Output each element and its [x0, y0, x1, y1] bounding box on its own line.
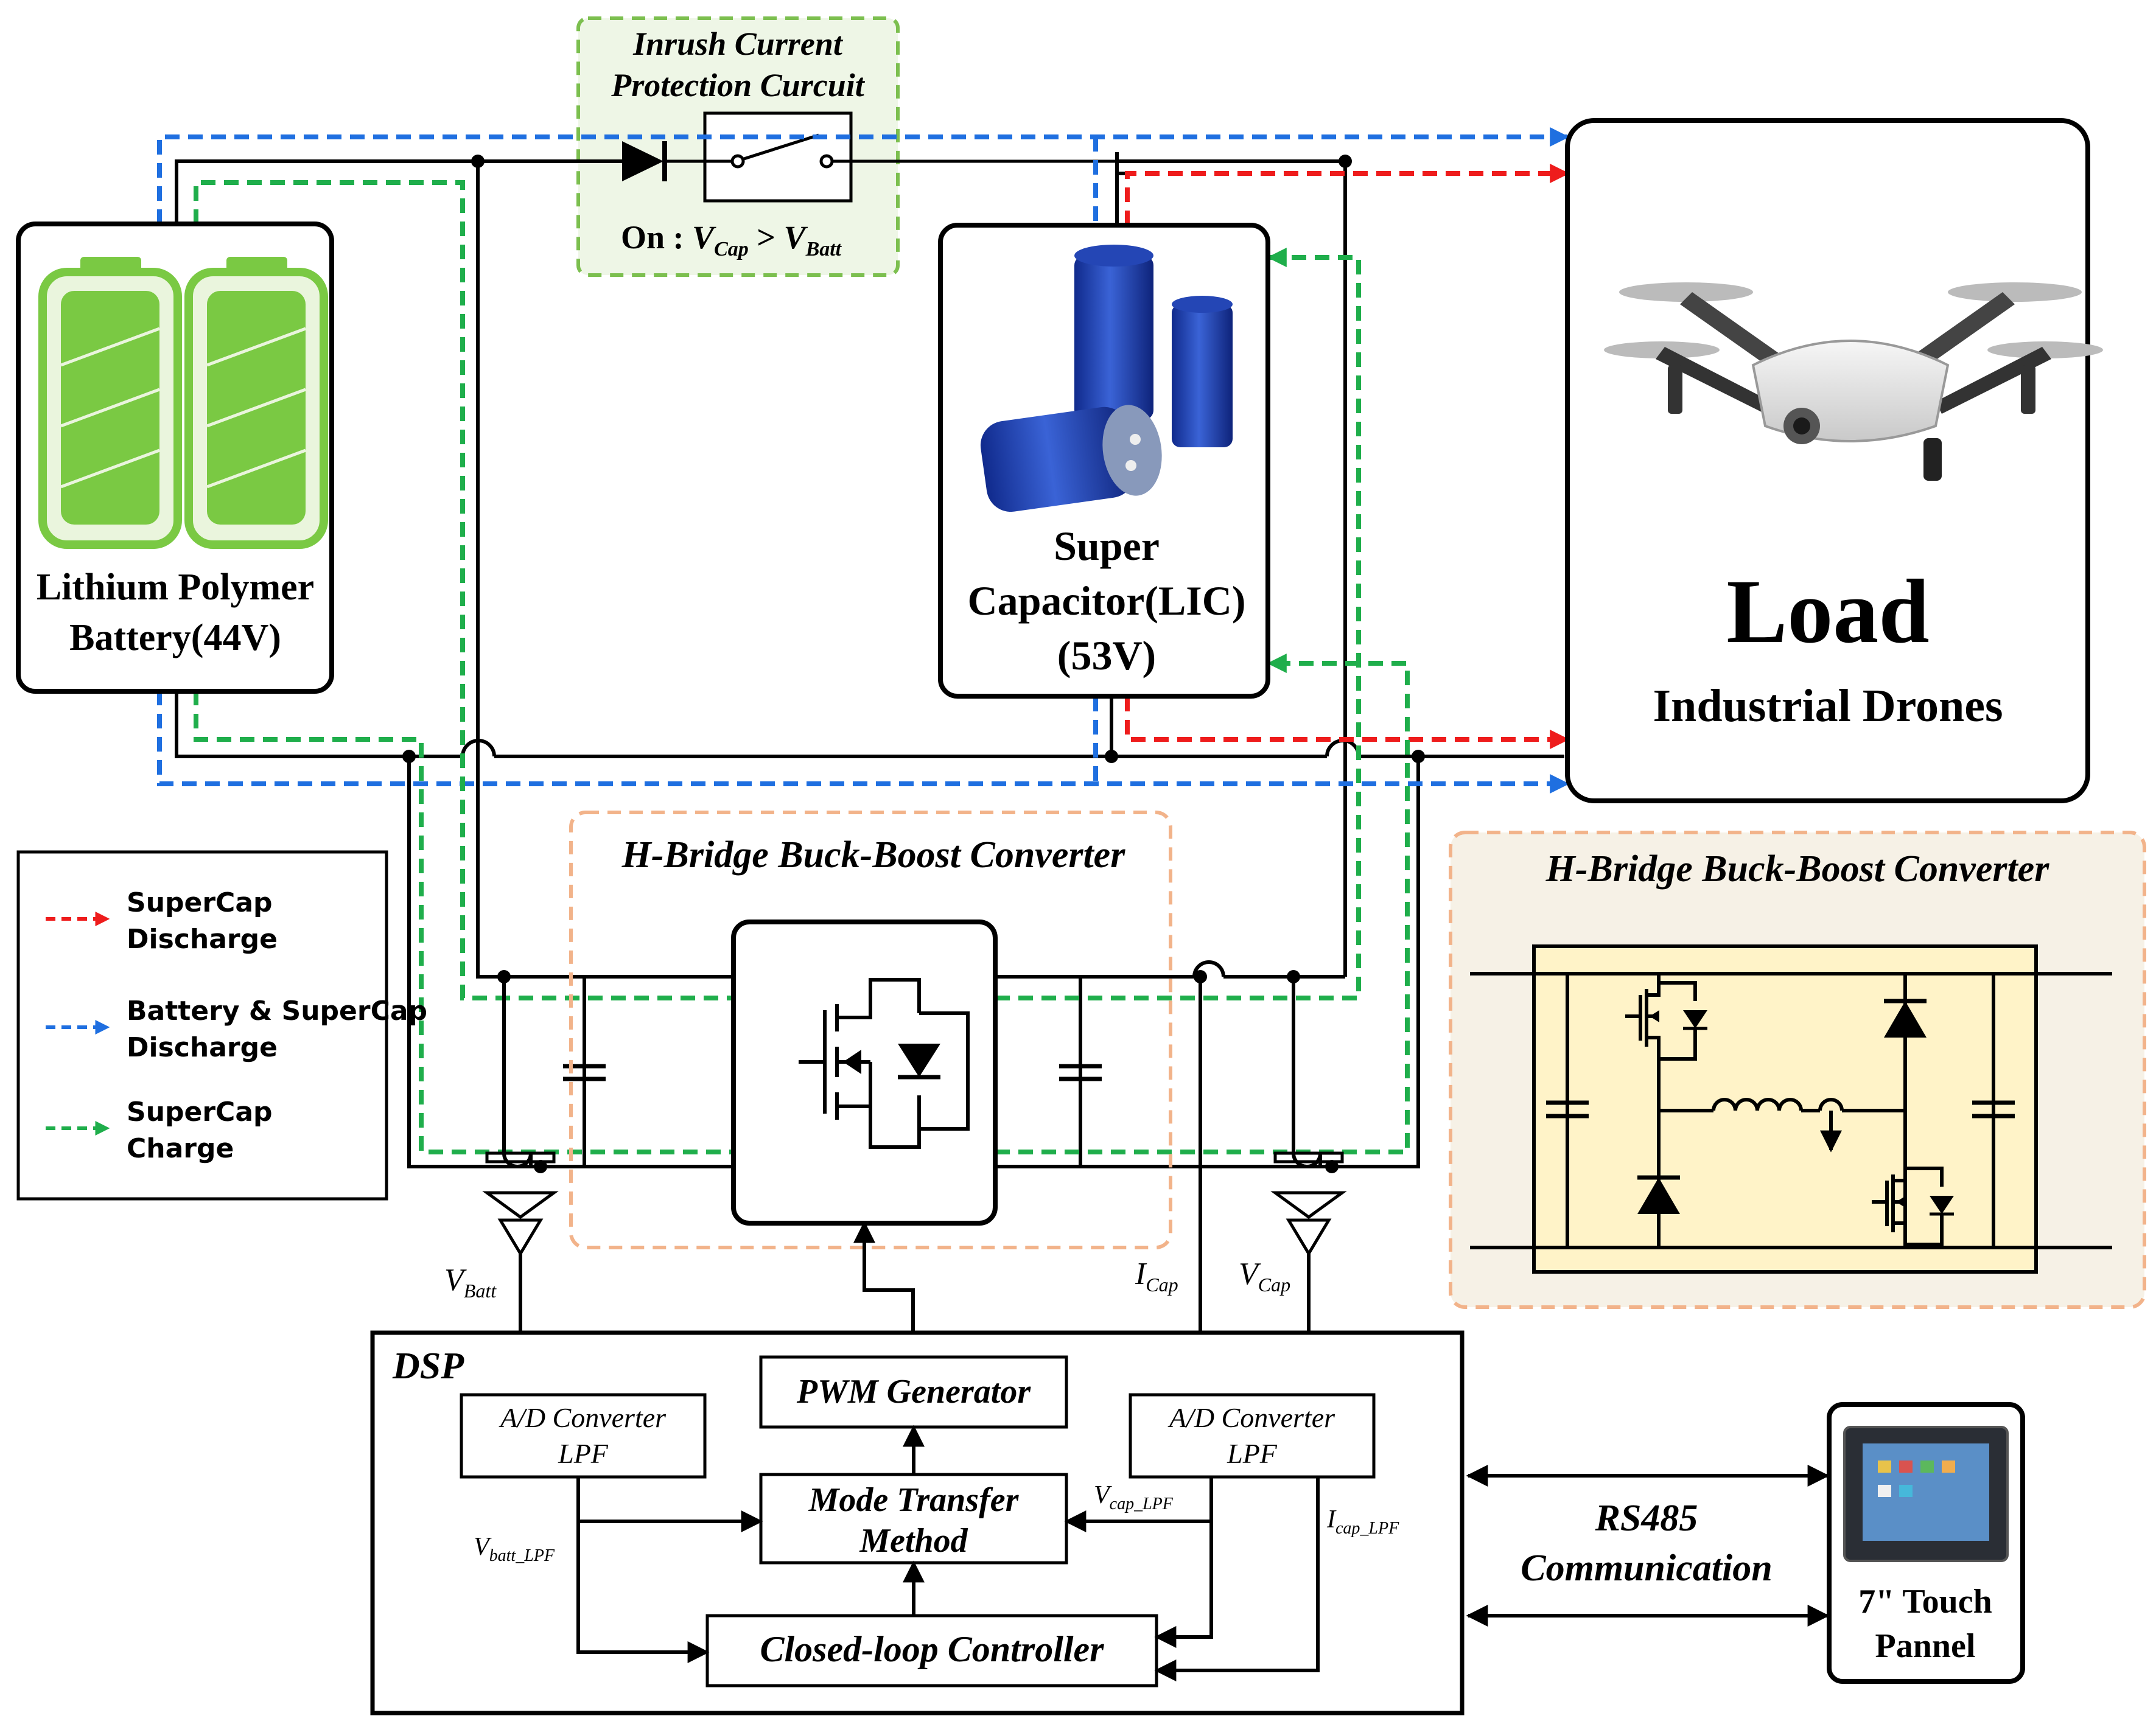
adc-left-line1: A/D Converter	[499, 1402, 667, 1433]
switch-blade-icon	[741, 133, 819, 161]
legend: SuperCap Discharge Battery & SuperCap Di…	[16, 850, 427, 1201]
mode-transfer-line1: Mode Transfer	[808, 1481, 1020, 1519]
switch-contact-icon	[730, 154, 745, 169]
adc-left-box	[460, 1393, 707, 1479]
icap-label: ICap	[1135, 1257, 1178, 1296]
converter-title: H-Bridge Buck-Boost Converter	[621, 834, 1126, 876]
converter-detail-title: H-Bridge Buck-Boost Converter	[1545, 848, 2050, 890]
inrush-title-line2: Protection Curcuit	[611, 67, 866, 103]
supercap-label-line2: Capacitor(LIC)	[967, 578, 1245, 624]
legend-item-supercap-discharge: SuperCap Discharge	[46, 887, 278, 955]
flow-red-bottom	[1125, 697, 1570, 749]
drone-icon	[1604, 282, 2103, 481]
mode-transfer-line2: Method	[859, 1522, 968, 1560]
converter-dashed-box	[569, 811, 1172, 1249]
vcap-label: VCap	[1239, 1257, 1290, 1296]
inductor-icon	[1712, 1098, 1803, 1111]
battery-icon	[38, 257, 328, 549]
svg-text:Discharge: Discharge	[127, 924, 278, 955]
rs485-communication: RS485 Communication	[1466, 1465, 1830, 1627]
pwm-generator-box	[759, 1355, 1068, 1429]
supercap-label-line3: (53V)	[1057, 632, 1156, 679]
inrush-condition: On : VCap > VBatt	[621, 219, 842, 260]
battery-label-line1: Lithium Polymer	[37, 567, 314, 608]
converter-center: H-Bridge Buck-Boost Converter	[569, 811, 1172, 1369]
rs485-line2: Communication	[1521, 1548, 1772, 1589]
legend-item-supercap-charge: SuperCap Charge	[46, 1097, 273, 1164]
diode-icon	[622, 141, 663, 181]
closed-loop-controller-label: Closed-loop Controller	[760, 1629, 1104, 1669]
supercap-block: Super Capacitor(LIC) (53V)	[938, 223, 1270, 699]
converter-detail-board	[1532, 944, 2038, 1274]
inrush-protection-circuit: Inrush Current Protection Curcuit On : V…	[576, 16, 900, 277]
touch-panel-line2: Pannel	[1875, 1627, 1976, 1665]
sensor-vbatt: VBatt	[444, 977, 559, 1396]
converter-detail: H-Bridge Buck-Boost Converter	[1449, 831, 2146, 1309]
adc-right-line2: LPF	[1227, 1438, 1278, 1469]
load-subtitle: Industrial Drones	[1653, 680, 2003, 731]
svg-text:SuperCap: SuperCap	[127, 887, 273, 918]
svg-text:Discharge: Discharge	[127, 1032, 278, 1063]
touch-panel-block: 7" Touch Pannel	[1827, 1402, 2025, 1684]
svg-text:SuperCap: SuperCap	[127, 1097, 273, 1128]
converter-module	[731, 920, 998, 1226]
sensor-icap: ICap	[1135, 977, 1211, 1396]
switch-contact-icon	[819, 154, 834, 169]
rs485-line1: RS485	[1595, 1498, 1698, 1539]
adc-left-line2: LPF	[558, 1438, 609, 1469]
mosfet-icon	[1872, 1167, 1944, 1246]
vcap-lpf-label: Vcap_LPF	[1094, 1481, 1174, 1513]
flow-green-left-top	[194, 180, 733, 1000]
load-block: Load Industrial Drones	[1565, 118, 2103, 803]
capacitor-photo-icon	[980, 245, 1233, 512]
flow-red-top	[1125, 164, 1570, 225]
legend-item-battery-supercap-discharge: Battery & SuperCap Discharge	[46, 996, 427, 1063]
adc-right-box	[1129, 1393, 1376, 1479]
mode-transfer-box	[759, 1473, 1068, 1565]
diode-icon	[1637, 1178, 1680, 1214]
load-title: Load	[1726, 561, 1929, 662]
icap-lpf-label: Icap_LPF	[1326, 1506, 1399, 1538]
vbatt-lpf-label: Vbatt_LPF	[474, 1533, 555, 1565]
dsp-block: DSP A/D Converter LPF PWM Generator A/D …	[370, 1330, 1465, 1715]
vbatt-label: VBatt	[444, 1263, 497, 1302]
flow-blue-bottom	[157, 691, 1570, 794]
svg-text:Charge: Charge	[127, 1133, 234, 1164]
mosfet-icon	[799, 978, 970, 1149]
sensor-vcap: VCap	[1239, 977, 1347, 1396]
touch-panel-line1: 7" Touch	[1858, 1583, 1992, 1621]
touch-panel-icon	[1843, 1426, 2009, 1562]
pwm-generator-label: PWM Generator	[796, 1373, 1031, 1411]
svg-text:Battery & SuperCap: Battery & SuperCap	[127, 996, 427, 1027]
dsp-title: DSP	[392, 1345, 464, 1387]
closed-loop-controller-box	[705, 1614, 1158, 1687]
battery-label-line2: Battery(44V)	[69, 617, 281, 658]
supercap-label-line1: Super	[1054, 523, 1160, 569]
inrush-title-line1: Inrush Current	[632, 26, 844, 62]
diode-icon	[1884, 1001, 1927, 1038]
battery-block: Lithium Polymer Battery(44V)	[16, 222, 334, 694]
diode-icon	[898, 1044, 940, 1077]
flow-green-right-bottom	[995, 654, 1410, 1154]
adc-right-line1: A/D Converter	[1167, 1402, 1335, 1433]
